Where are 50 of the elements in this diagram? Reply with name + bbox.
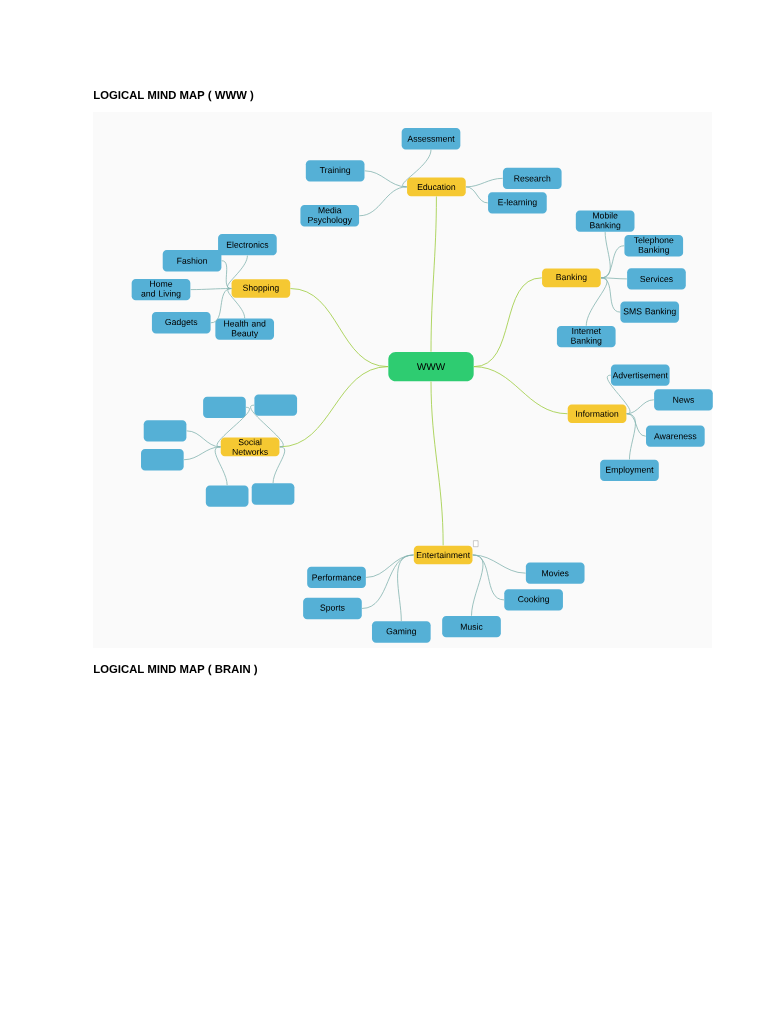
subtopic-box: Sports — [303, 597, 362, 620]
topic-box: Information — [567, 404, 627, 424]
subtopic-box — [251, 483, 295, 505]
connector — [471, 554, 484, 617]
topic-box: Shopping — [231, 279, 291, 298]
subtopic-box: Gaming — [372, 621, 431, 643]
subtopic-box: Telephone Banking — [624, 235, 684, 257]
connector — [227, 288, 246, 319]
connector — [473, 366, 568, 415]
subtopic-box — [205, 485, 249, 507]
connector — [430, 381, 444, 546]
heading: LOGICAL MIND MAP ( BRAIN ) — [94, 664, 257, 676]
subtopic-box: Training — [305, 160, 365, 182]
subtopic-box: Music — [442, 616, 501, 638]
connector — [365, 554, 414, 578]
subtopic-box: News — [654, 389, 713, 411]
connector — [585, 277, 608, 327]
subtopic-box — [203, 396, 246, 418]
subtopic-box: SMS Banking — [620, 301, 680, 323]
connector — [186, 430, 221, 448]
subtopic-box: Services — [627, 268, 686, 290]
subtopic-box: Gadgets — [151, 312, 211, 334]
connector — [626, 413, 636, 460]
subtopic-box: Media Psychology — [300, 205, 360, 227]
subtopic-box: Cooking — [504, 589, 563, 611]
connector — [402, 149, 432, 188]
connector — [430, 196, 437, 353]
connector — [272, 446, 286, 484]
subtopic-box — [143, 420, 187, 442]
subtopic-box: Movies — [525, 562, 585, 584]
connector — [465, 177, 504, 188]
title: LOGICAL MIND MAP ( WWW ) — [94, 90, 254, 102]
connector — [465, 186, 489, 204]
subtopic-box: Internet Banking — [556, 326, 616, 348]
central-topic-box: WWW — [388, 352, 474, 382]
connector — [358, 186, 408, 217]
subtopic-box: Mobile Banking — [575, 210, 635, 232]
subtopic-box: Fashion — [162, 250, 222, 272]
subtopic-box: Employment — [600, 459, 659, 482]
connector — [221, 260, 232, 289]
subtopic-box: E-learning — [488, 192, 547, 214]
connector — [606, 374, 631, 415]
topic-box: Banking — [542, 268, 601, 288]
connector — [250, 404, 284, 448]
subtopic-box: Performance — [307, 566, 366, 589]
connector — [216, 406, 250, 448]
subtopic-box: Assessment — [401, 128, 461, 150]
subtopic-box — [141, 449, 184, 471]
connector — [214, 446, 228, 486]
subtopic-box: Awareness — [646, 425, 705, 447]
